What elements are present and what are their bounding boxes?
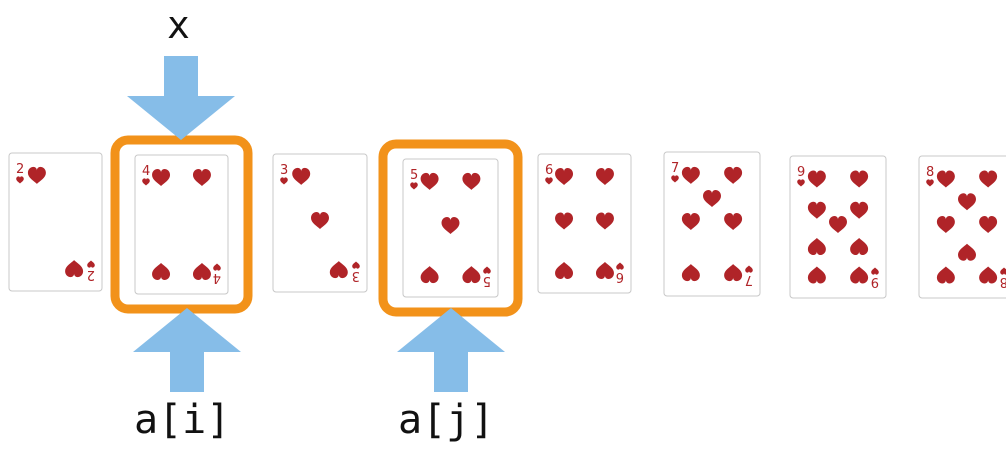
heart-pip-icon (681, 264, 700, 282)
card-corner-rank-inverted: 2 (87, 267, 95, 282)
card-corner-rank: 4 (142, 164, 150, 179)
heart-pip-icon (555, 212, 574, 230)
card-corner-rank-inverted: 5 (483, 273, 491, 288)
card-5-of-hearts: 55 (402, 158, 499, 298)
heart-pip-icon (595, 212, 614, 230)
highlight-box-card-4 (110, 135, 253, 314)
heart-pip-icon (958, 243, 976, 261)
card-face (663, 151, 761, 297)
card-corner-rank-inverted: 9 (871, 274, 879, 289)
heart-pip-icon (850, 201, 869, 219)
card-9-of-hearts: 99 (789, 155, 887, 299)
card-corner-rank-inverted: 6 (616, 269, 624, 284)
heart-pip-icon (152, 169, 171, 187)
heart-pip-icon (850, 170, 869, 188)
corner-heart-icon (1000, 267, 1006, 275)
heart-pip-icon (936, 266, 955, 284)
heart-pip-icon (292, 167, 311, 185)
corner-heart-icon (213, 263, 221, 271)
heart-pip-icon (979, 216, 998, 233)
corner-heart-icon (671, 175, 679, 183)
heart-pip-icon (441, 217, 460, 234)
card-corner-rank: 2 (16, 162, 24, 177)
card-corner-rank-inverted: 8 (1000, 274, 1006, 289)
card-face (537, 153, 632, 294)
card-corner-rank: 6 (545, 163, 553, 178)
heart-pip-icon (724, 166, 743, 184)
right-index-label: a[j] (398, 397, 495, 443)
card-corner-rank: 5 (410, 168, 418, 183)
card-6-of-hearts: 66 (537, 153, 632, 294)
card-face (8, 152, 103, 292)
heart-pip-icon (555, 168, 574, 186)
heart-pip-icon (311, 212, 329, 229)
right-index-arrow-icon (397, 308, 505, 392)
card-corner-rank-inverted: 3 (352, 268, 360, 283)
heart-pip-icon (807, 266, 826, 284)
card-face (918, 155, 1006, 299)
heart-pip-icon (703, 189, 721, 207)
heart-pip-icon (65, 260, 84, 278)
heart-pip-icon (958, 193, 976, 211)
cards-row: 2244335566779988 (8, 151, 1006, 299)
card-corner-rank-inverted: 4 (213, 270, 221, 285)
corner-heart-icon (616, 262, 624, 270)
left-index-label: a[i] (134, 397, 231, 443)
card-3-of-hearts: 33 (272, 153, 368, 293)
corner-heart-icon (745, 265, 753, 273)
corner-heart-icon (142, 178, 150, 186)
heart-pip-icon (681, 166, 700, 184)
heart-pip-icon (936, 216, 955, 233)
corner-heart-icon (280, 177, 288, 185)
card-corner-rank: 3 (280, 163, 288, 178)
card-4-of-hearts: 44 (134, 154, 229, 295)
heart-pip-icon (152, 262, 171, 280)
heart-pip-icon (850, 266, 869, 284)
corner-heart-icon (483, 266, 491, 274)
heart-pip-icon (420, 172, 439, 190)
heart-pip-icon (936, 170, 955, 188)
pivot-arrow-icon (127, 56, 235, 140)
corner-heart-icon (16, 176, 24, 184)
corner-heart-icon (352, 261, 360, 269)
left-index-arrow-icon (133, 308, 241, 392)
heart-pip-icon (192, 169, 211, 187)
corner-heart-icon (926, 179, 934, 187)
heart-pip-icon (420, 266, 439, 284)
corner-heart-icon (545, 177, 553, 185)
pivot-label: x (167, 3, 190, 47)
heart-pip-icon (555, 261, 574, 279)
heart-pip-icon (462, 266, 481, 284)
card-2-of-hearts: 22 (8, 152, 103, 292)
heart-pip-icon (807, 201, 826, 219)
card-face (134, 154, 229, 295)
card-corner-rank: 9 (797, 165, 805, 180)
heart-pip-icon (192, 262, 211, 280)
heart-pip-icon (979, 170, 998, 188)
heart-pip-icon (462, 172, 481, 190)
heart-pip-icon (979, 266, 998, 284)
card-corner-rank-inverted: 7 (745, 272, 753, 287)
corner-heart-icon (871, 267, 879, 275)
card-corner-rank: 8 (926, 165, 934, 180)
heart-pip-icon (681, 213, 700, 230)
heart-pip-icon (595, 261, 614, 279)
heart-pip-icon (329, 261, 348, 279)
heart-pip-icon (807, 170, 826, 188)
pointer-arrows (127, 56, 505, 392)
heart-pip-icon (27, 166, 46, 184)
heart-pip-icon (595, 168, 614, 186)
corner-heart-icon (797, 179, 805, 187)
corner-heart-icon (87, 260, 95, 268)
corner-heart-icon (410, 182, 418, 190)
heart-pip-icon (829, 216, 847, 233)
card-8-of-hearts: 88 (918, 155, 1006, 299)
heart-pip-icon (724, 213, 743, 230)
card-7-of-hearts: 77 (663, 151, 761, 297)
heart-pip-icon (807, 238, 826, 256)
heart-pip-icon (724, 264, 743, 282)
card-corner-rank: 7 (671, 161, 679, 176)
heart-pip-icon (850, 238, 869, 256)
